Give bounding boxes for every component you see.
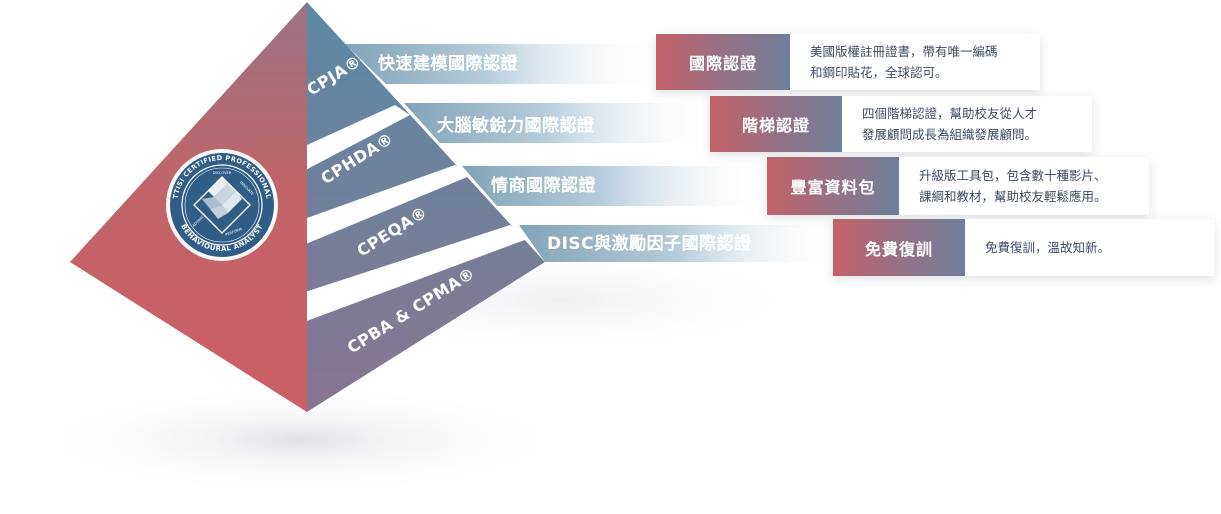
feature-2-line-2: 發展顧問成長為組織發展顧問。: [862, 127, 1038, 142]
feature-3-line-1: 升級版工具包，包含數十種影片、: [919, 168, 1107, 183]
feature-description-3: 升級版工具包，包含數十種影片、 課綱和教材，幫助校友輕鬆應用。: [899, 157, 1149, 215]
feature-card-1: 國際認證 美國版權註冊證書，帶有唯一編碼 和鋼印貼花，全球認可。: [656, 34, 1040, 90]
feature-2-line-1: 四個階梯認證，幫助校友從人才: [862, 106, 1038, 121]
level-title-3: 情商國際認證: [491, 176, 596, 196]
level-title-1: 快速建模國際認證: [378, 54, 518, 74]
pyramid-divider-1: [307, 105, 410, 175]
certification-badge: TTISI CERTIFIED PROFESSIONAL BEHAVIOURAL…: [166, 149, 278, 261]
feature-card-2: 階梯認證 四個階梯認證，幫助校友從人才 發展顧問成長為組織發展顧問。: [710, 96, 1092, 152]
feature-description-2: 四個階梯認證，幫助校友從人才 發展顧問成長為組織發展顧問。: [842, 96, 1092, 152]
level-title-4: DISC與激勵因子國際認證: [547, 234, 752, 254]
feature-label-2: 階梯認證: [710, 96, 842, 152]
feature-description-1: 美國版權註冊證書，帶有唯一編碼 和鋼印貼花，全球認可。: [790, 34, 1040, 90]
feature-label-1: 國際認證: [656, 34, 790, 90]
pyramid-right-face: [307, 2, 545, 412]
feature-card-4: 免費復訓 免費復訓，溫故知新。: [833, 219, 1215, 276]
pyramid-divider-2: [307, 165, 472, 248]
level-bands: [345, 44, 838, 262]
pyramid-divider-3: [307, 225, 530, 325]
feature-1-line-1: 美國版權註冊證書，帶有唯一編碼: [810, 44, 998, 59]
feature-3-line-2: 課綱和教材，幫助校友輕鬆應用。: [919, 189, 1107, 204]
level-title-2: 大腦敏銳力國際認證: [437, 116, 595, 136]
feature-description-4: 免費復訓，溫故知新。: [965, 219, 1215, 276]
badge-facet-1: DISCOVER: [213, 171, 232, 175]
feature-label-3: 豐富資料包: [767, 157, 899, 215]
feature-card-3: 豐富資料包 升級版工具包，包含數十種影片、 課綱和教材，幫助校友輕鬆應用。: [767, 157, 1149, 215]
badge-diamond-icon: [193, 176, 251, 234]
badge-facet-3: PERFORM: [225, 227, 243, 237]
feature-4-line-1: 免費復訓，溫故知新。: [985, 240, 1111, 255]
feature-1-line-2: 和鋼印貼花，全球認可。: [810, 65, 948, 80]
feature-label-4: 免費復訓: [833, 219, 965, 276]
